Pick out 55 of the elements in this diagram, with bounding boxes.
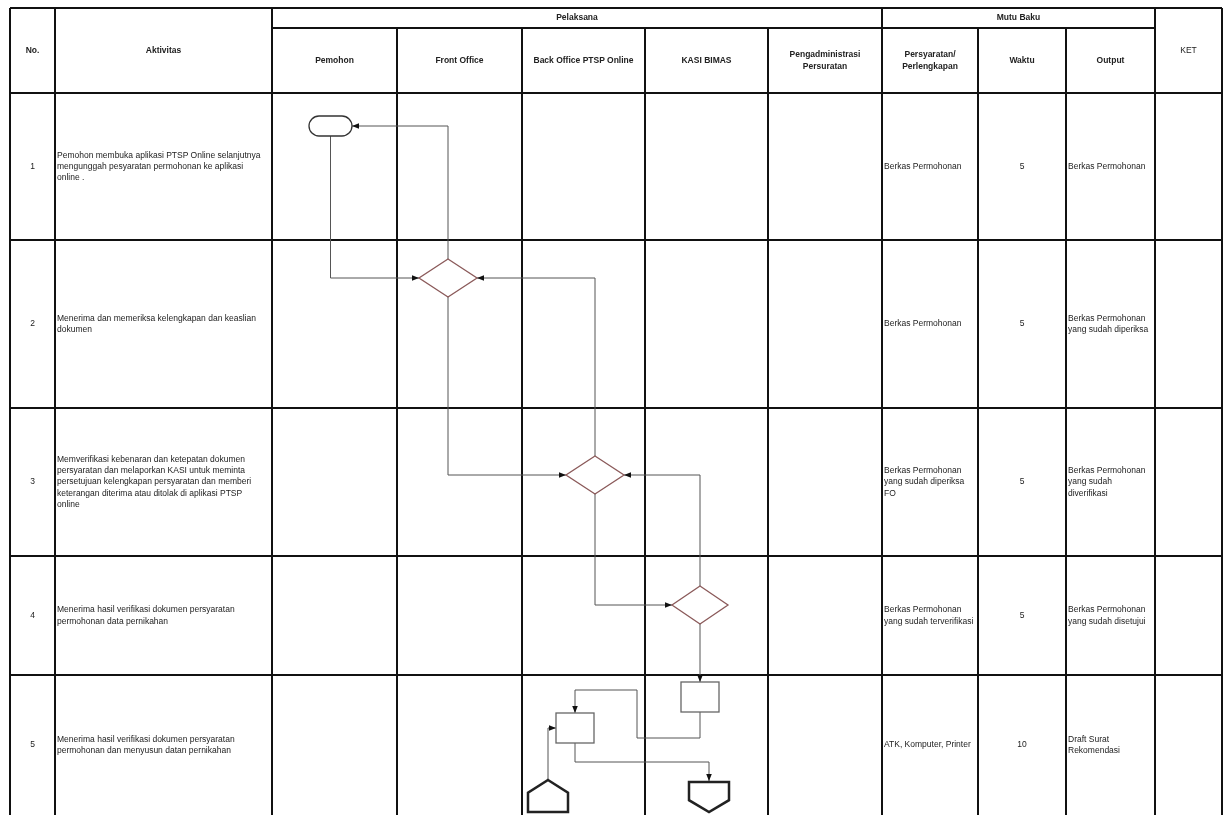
output-text: Berkas Permohonan yang sudah diverifikasi bbox=[1068, 465, 1147, 499]
requirement-text: Berkas Permohonan yang sudah terverifikasi bbox=[884, 604, 975, 627]
activity-description: Menerima hasil verifikasi dokumen persyaratan permohonan dan menyusun datan pernikahan bbox=[57, 733, 236, 757]
flow-arrow bbox=[476, 275, 596, 457]
process-box bbox=[556, 713, 594, 743]
time-value: 5 bbox=[1019, 609, 1025, 621]
column-header: Back Office PTSP Online bbox=[533, 54, 634, 66]
flow-arrow bbox=[547, 725, 557, 780]
column-header: Output bbox=[1096, 54, 1125, 66]
time-value: 5 bbox=[1019, 160, 1025, 172]
column-header: Aktivitas bbox=[145, 44, 182, 56]
row-number: 5 bbox=[30, 739, 35, 751]
time-value: 5 bbox=[1019, 476, 1025, 488]
activity-description: Menerima dan memeriksa kelengkapan dan keaslian dokumen bbox=[57, 312, 257, 336]
flow-arrow bbox=[330, 135, 420, 281]
output-text: Draft Surat Rekomendasi bbox=[1068, 733, 1121, 757]
column-header: Waktu bbox=[1009, 54, 1035, 66]
flow-arrow bbox=[594, 493, 673, 608]
output-text: Berkas Permohonan yang sudah diperiksa bbox=[1068, 312, 1150, 336]
time-value: 5 bbox=[1019, 318, 1025, 330]
flow-arrow bbox=[574, 742, 712, 782]
activity-description: Pemohon membuka aplikasi PTSP Online selanjutnya mengunggah pesyaratan permohonan ke aplikasi online . bbox=[57, 149, 262, 184]
flow-arrow bbox=[697, 623, 703, 683]
requirement-text: Berkas Permohonan bbox=[884, 318, 962, 330]
output-text: Berkas Permohonan bbox=[1068, 160, 1146, 172]
column-header: Mutu Baku bbox=[996, 12, 1041, 24]
off-page-connector bbox=[527, 779, 569, 813]
decision-diamond bbox=[419, 259, 477, 297]
column-header: KASI BIMAS bbox=[681, 54, 732, 66]
flow-arrow bbox=[572, 689, 701, 739]
flow-arrow bbox=[447, 296, 567, 478]
column-header: Front Office bbox=[435, 54, 484, 66]
activity-description: Menerima hasil verifikasi dokumen persyaratan permohonan data pernikahan bbox=[57, 604, 236, 627]
decision-diamond bbox=[672, 586, 728, 624]
output-text: Berkas Permohonan yang sudah disetujui bbox=[1068, 604, 1147, 627]
process-box bbox=[681, 682, 719, 712]
column-header: Persyaratan/ Perlengkapan bbox=[901, 49, 959, 72]
column-header: KET bbox=[1180, 44, 1197, 56]
decision-diamond bbox=[566, 456, 624, 494]
time-value: 10 bbox=[1017, 739, 1027, 751]
row-number: 2 bbox=[30, 318, 35, 330]
flow-arrow bbox=[623, 472, 701, 587]
column-header: Pelaksana bbox=[556, 12, 598, 24]
column-header: Pengadministrasi Persuratan bbox=[788, 49, 862, 72]
terminator-shape bbox=[309, 116, 352, 136]
row-number: 3 bbox=[30, 476, 35, 488]
off-page-connector bbox=[688, 781, 730, 813]
row-number: 4 bbox=[30, 609, 35, 621]
row-number: 1 bbox=[30, 160, 35, 172]
requirement-text: Berkas Permohonan yang sudah diperiksa FO bbox=[884, 465, 966, 499]
activity-description: Memverifikasi kebenaran dan ketepatan dokumen persyaratan dan melaporkan KASI untuk meminta persetujuan kelengkapan persyaratan dan memberi keterangan diterima atau ditolak di aplikasi PTSP online bbox=[57, 454, 253, 510]
requirement-text: Berkas Permohonan bbox=[884, 160, 962, 172]
column-header: No. bbox=[25, 44, 40, 56]
column-header: Pemohon bbox=[315, 54, 354, 66]
requirement-text: ATK, Komputer, Printer bbox=[884, 739, 971, 751]
